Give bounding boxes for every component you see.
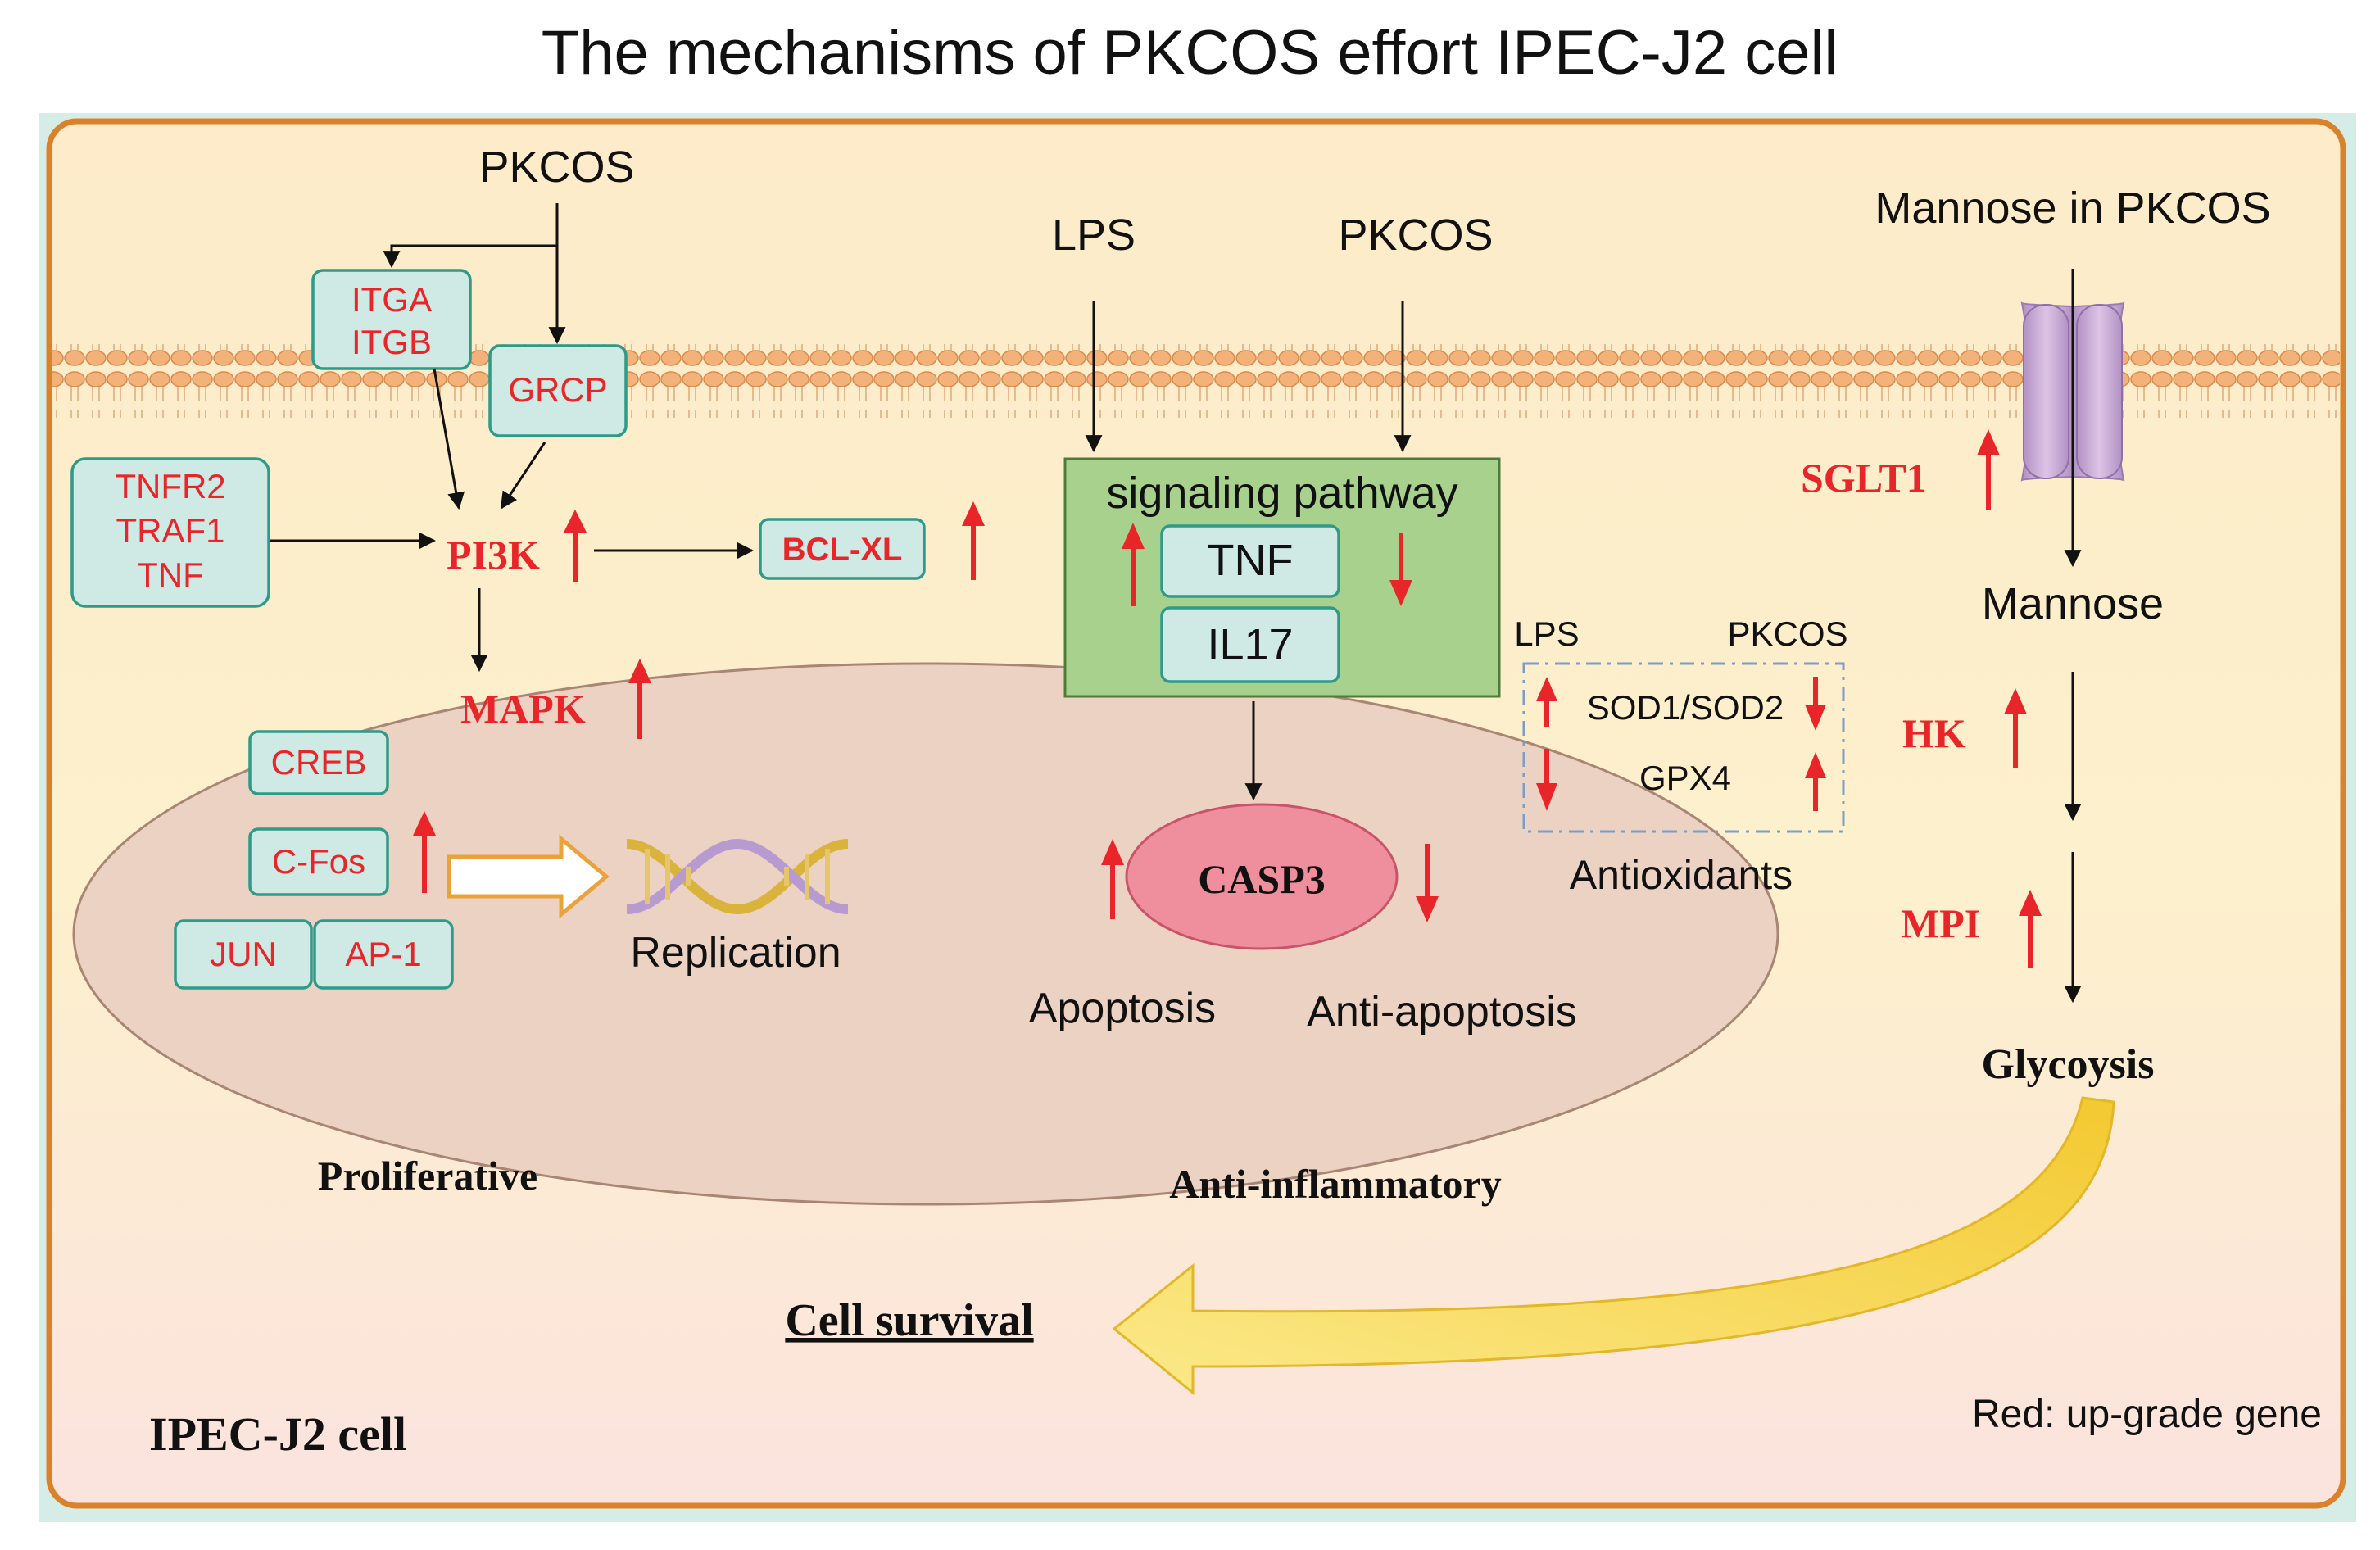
arrow-grcp-to-pi3k [500, 442, 546, 510]
bclxl-box: BCL-XL [759, 518, 926, 580]
itg-box: ITGA ITGB [311, 269, 472, 370]
pi3k-label: PI3K [447, 532, 540, 578]
replication-block-arrow [447, 834, 610, 919]
casp3-up-arrow [1101, 839, 1124, 919]
gpx4-down-arrow [1536, 749, 1557, 811]
anti-inflammatory-label: Anti-inflammatory [1169, 1161, 1502, 1207]
anti-apoptosis-label: Anti-apoptosis [1307, 988, 1577, 1036]
tnfr2-label: TNFR2 [115, 467, 225, 505]
tnf-up-arrow [1122, 523, 1145, 606]
arrow-itg-to-pi3k [433, 368, 465, 510]
grcp-box: GRCP [488, 344, 628, 437]
arrow-pkcos-to-itg [383, 244, 557, 269]
gpx4-label: GPX4 [1639, 759, 1731, 797]
signaling-pathway-box: signaling pathway TNF IL17 [1063, 457, 1501, 698]
cell-survival-label: Cell survival [785, 1295, 1033, 1346]
ap1-box: AP-1 [313, 919, 454, 990]
gpx4-up-arrow [1805, 752, 1826, 811]
mpi-up-arrow [2019, 890, 2042, 968]
dna-helix-icon [626, 838, 849, 915]
tnf-down-arrow [1389, 533, 1412, 606]
lps-small-label: LPS [1514, 614, 1579, 653]
creb-label: CREB [271, 743, 367, 782]
il17-label: IL17 [1207, 620, 1293, 669]
nucleus [72, 662, 1779, 1206]
survival-arrow [1112, 1096, 2115, 1396]
casp3-label: CASP3 [1198, 856, 1326, 902]
bclxl-label: BCL-XL [782, 532, 903, 568]
pkcos-small-label: PKCOS [1727, 614, 1847, 653]
sod-label: SOD1/SOD2 [1587, 688, 1784, 727]
cell-name-label: IPEC-J2 cell [149, 1407, 406, 1461]
cfos-up-arrow [413, 811, 436, 893]
pkcos-label-middle: PKCOS [1338, 211, 1493, 260]
glycolysis-label: Glycoysis [1982, 1041, 2155, 1088]
hk-label: HK [1902, 710, 1966, 756]
hk-up-arrow [2004, 688, 2027, 768]
pi3k-up-arrow [564, 510, 587, 582]
sod-up-arrow [1536, 677, 1557, 727]
mapk-label: MAPK [460, 686, 586, 732]
mapk-up-arrow [628, 659, 651, 739]
bclxl-up-arrow [962, 501, 985, 580]
jun-label: JUN [210, 935, 277, 973]
jun-box: JUN [174, 919, 313, 990]
mannose-label: Mannose [1982, 579, 2164, 628]
proliferative-label: Proliferative [318, 1153, 537, 1199]
casp3-down-arrow [1416, 844, 1439, 922]
sglt1-channel-icon [2020, 301, 2125, 482]
antioxidants-label: Antioxidants [1570, 852, 1793, 898]
diagram-title: The mechanisms of PKCOS effort IPEC-J2 c… [542, 18, 1838, 88]
traf1-label: TRAF1 [116, 511, 224, 550]
cfos-box: C-Fos [248, 827, 389, 896]
sglt1-label: SGLT1 [1801, 455, 1927, 501]
tnf-left-label: TNF [137, 555, 204, 594]
sglt1-up-arrow [1977, 429, 2000, 510]
replication-label: Replication [630, 929, 841, 977]
tnfr2-complex-box: TNFR2 TRAF1 TNF [70, 457, 270, 608]
mpi-label: MPI [1901, 900, 1980, 946]
sod-down-arrow [1805, 677, 1826, 731]
itgb-label: ITGB [351, 323, 432, 361]
pkcos-label-left: PKCOS [479, 143, 634, 192]
legend-label: Red: up-grade gene [1972, 1393, 2322, 1436]
itga-label: ITGA [351, 280, 432, 319]
antioxidants-box [1522, 662, 1845, 833]
grcp-label: GRCP [508, 370, 607, 409]
lps-label: LPS [1052, 211, 1136, 260]
cfos-label: C-Fos [272, 842, 365, 881]
creb-box: CREB [248, 730, 389, 795]
apoptosis-label: Apoptosis [1029, 985, 1216, 1032]
tnf-middle-label: TNF [1208, 536, 1294, 585]
mannose-in-pkcos-label: Mannose in PKCOS [1875, 184, 2270, 233]
ap1-label: AP-1 [345, 935, 421, 973]
signaling-pathway-label: signaling pathway [1106, 469, 1457, 518]
casp3-node: CASP3 [1125, 803, 1399, 950]
